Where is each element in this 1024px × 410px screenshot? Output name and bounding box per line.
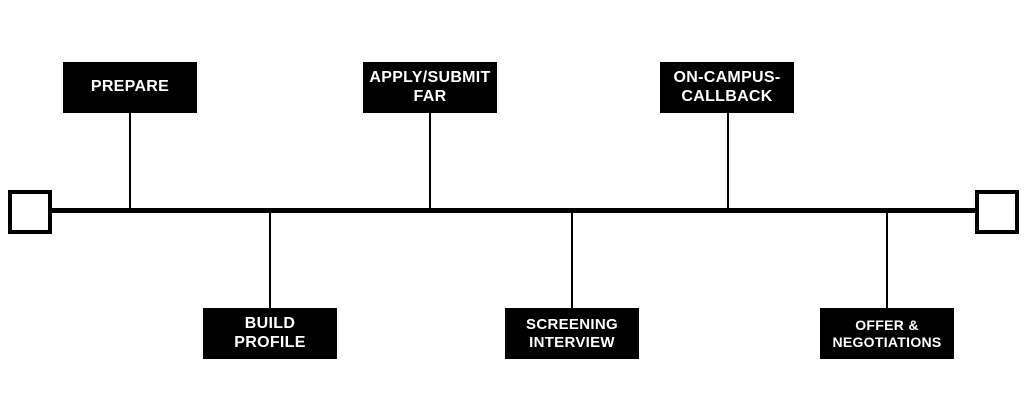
step-on-campus-label-2: CALLBACK <box>681 87 773 105</box>
step-apply-submit: APPLY/SUBMIT FAR <box>363 62 497 113</box>
connector-build-profile <box>269 212 271 308</box>
step-build-profile-label-1: BUILD <box>244 315 296 333</box>
connector-apply-submit <box>429 113 431 210</box>
step-screening-label-1: SCREENING <box>526 316 618 334</box>
timeline-axis <box>48 208 976 213</box>
timeline-end-square <box>975 190 1019 234</box>
step-build-profile: BUILD PROFILE <box>203 308 337 359</box>
step-on-campus-label-1: ON-CAMPUS- <box>673 69 781 87</box>
step-prepare-label: PREPARE <box>90 78 170 96</box>
timeline-start-square <box>8 190 52 234</box>
step-build-profile-label-2: PROFILE <box>234 333 306 351</box>
step-apply-submit-label-1: APPLY/SUBMIT <box>369 69 491 87</box>
connector-prepare <box>129 113 131 210</box>
step-apply-submit-label-2: FAR <box>413 87 447 105</box>
step-screening-label-2: INTERVIEW <box>529 333 615 351</box>
connector-offer <box>886 212 888 308</box>
step-prepare: PREPARE <box>63 62 197 113</box>
step-screening-interview: SCREENING INTERVIEW <box>505 308 639 359</box>
connector-screening <box>571 212 573 308</box>
step-offer-label-2: NEGOTIATIONS <box>832 333 942 350</box>
step-on-campus-callback: ON-CAMPUS- CALLBACK <box>660 62 794 113</box>
step-offer-negotiations: OFFER & NEGOTIATIONS <box>820 308 954 359</box>
connector-on-campus <box>727 113 729 210</box>
step-offer-label-1: OFFER & <box>855 317 919 334</box>
